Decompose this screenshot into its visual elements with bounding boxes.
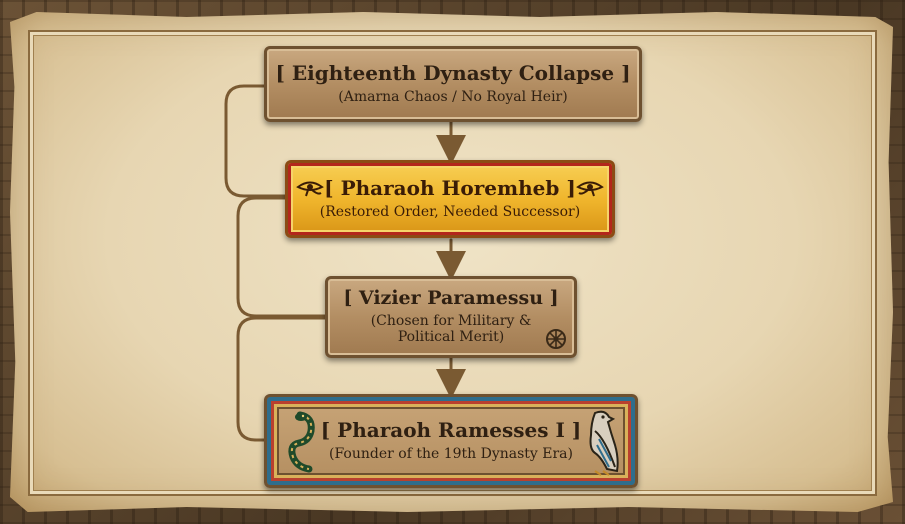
node-eighteenth-dynasty-collapse: [ Eighteenth Dynasty Collapse ] (Amarna … [264, 46, 642, 122]
eye-of-horus-icon [576, 181, 604, 197]
bracket-3 [236, 316, 328, 442]
bracket-1 [224, 84, 288, 198]
node-title: [ Pharaoh Ramesses I ] [320, 418, 582, 443]
node-pharaoh-horemheb: [ Pharaoh Horemheb ] (Restored Order, Ne… [285, 160, 615, 238]
cobra-icon [288, 411, 315, 473]
node-subtitle-line-2: Political Merit) [397, 329, 505, 346]
node-subtitle: (Founder of the 19th Dynasty Era) [329, 446, 573, 463]
bracket-2 [236, 196, 328, 318]
node-subtitle: (Restored Order, Needed Successor) [319, 204, 581, 221]
wheel-icon [546, 329, 566, 349]
node-pharaoh-ramesses-i: [ Pharaoh Ramesses I ] (Founder of the 1… [264, 394, 638, 488]
node-title: [ Vizier Paramessu ] [343, 286, 559, 309]
node-title: [ Pharaoh Horemheb ] [324, 176, 576, 201]
node-subtitle: (Amarna Chaos / No Royal Heir) [338, 89, 568, 106]
node-subtitle-line-1: (Chosen for Military & [370, 312, 532, 329]
node-vizier-paramessu: [ Vizier Paramessu ] (Chosen for Militar… [325, 276, 577, 358]
node-title: [ Eighteenth Dynasty Collapse ] [275, 61, 631, 86]
falcon-icon [589, 410, 619, 476]
eye-of-horus-icon [296, 181, 324, 197]
